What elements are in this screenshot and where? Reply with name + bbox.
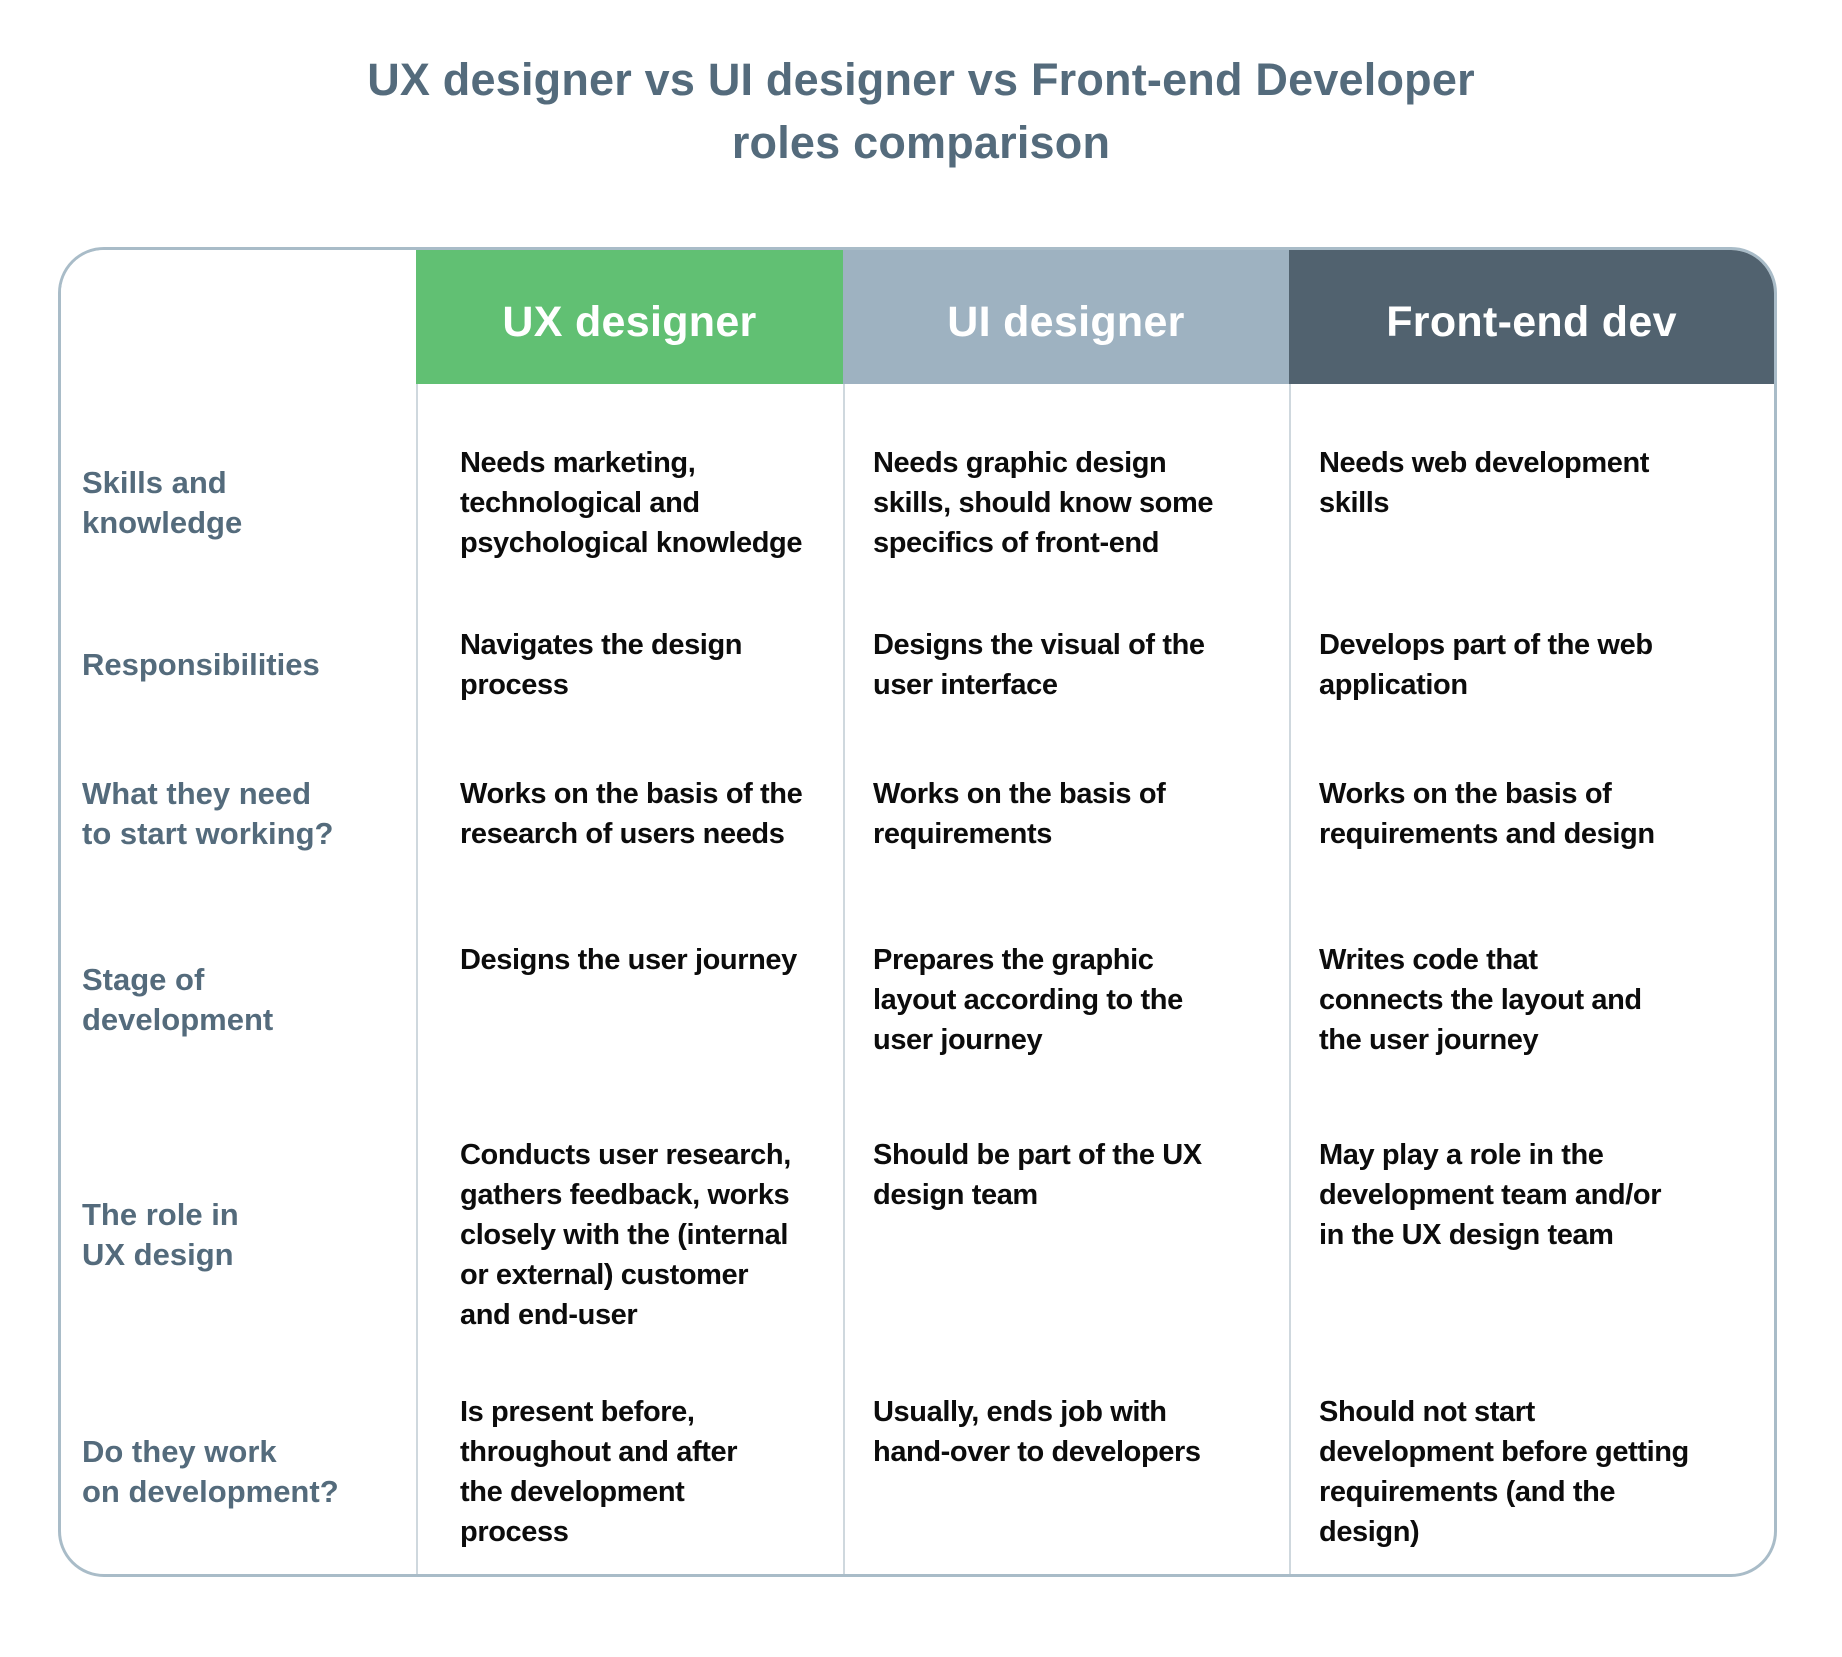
header-spacer-cell <box>61 250 416 384</box>
table-cell-frontend: May play a role in the development team … <box>1319 1139 1662 1251</box>
table-row-what-they-need-to-start: What they need to start working? Works o… <box>61 774 1774 854</box>
table-cell-frontend: Develops part of the web application <box>1319 629 1653 701</box>
table-cell-frontend: Should not start development before gett… <box>1319 1396 1689 1548</box>
table-cell-ux: Is present before, throughout and after … <box>460 1396 738 1548</box>
row-label: Responsibilities <box>82 647 320 682</box>
table-cell-ui: Should be part of the UX design team <box>873 1139 1202 1211</box>
table-cell-ui: Usually, ends job with hand-over to deve… <box>873 1396 1201 1468</box>
table-cell-ux: Needs marketing, technological and psych… <box>460 447 803 559</box>
table-row-role-in-ux-design: The role in UX design Conducts user rese… <box>61 1135 1774 1335</box>
table-row-stage-of-development: Stage of development Designs the user jo… <box>61 940 1774 1060</box>
table-cell-frontend: Needs web development skills <box>1319 447 1650 519</box>
table-cell-frontend: Works on the basis of requirements and d… <box>1319 778 1655 850</box>
table-row-do-they-work-on-development: Do they work on development? Is present … <box>61 1392 1774 1552</box>
table-cell-ui: Designs the visual of the user interface <box>873 629 1205 701</box>
row-label: Do they work on development? <box>82 1434 339 1509</box>
table-header-row: UX designer UI designer Front-end dev <box>61 250 1774 384</box>
comparison-table: UX designer UI designer Front-end dev Sk… <box>58 247 1777 1577</box>
column-divider <box>416 384 418 1574</box>
table-row-skills-and-knowledge: Skills and knowledge Needs marketing, te… <box>61 443 1774 563</box>
row-label: What they need to start working? <box>82 776 334 851</box>
row-label: Stage of development <box>82 962 274 1037</box>
column-divider <box>1289 384 1291 1574</box>
table-cell-ux: Navigates the design process <box>460 629 743 701</box>
table-row-responsibilities: Responsibilities Navigates the design pr… <box>61 625 1774 705</box>
column-header-front-end-dev: Front-end dev <box>1289 250 1774 384</box>
row-label: Skills and knowledge <box>82 465 243 540</box>
column-header-ui-designer: UI designer <box>843 250 1289 384</box>
table-cell-ui: Prepares the graphic layout according to… <box>873 944 1183 1056</box>
page-title: UX designer vs UI designer vs Front-end … <box>367 54 1475 168</box>
column-header-ux-designer: UX designer <box>416 250 843 384</box>
table-cell-ux: Works on the basis of the research of us… <box>460 778 803 850</box>
table-cell-ui: Works on the basis of requirements <box>873 778 1166 850</box>
table-cell-ux: Designs the user journey <box>460 944 797 976</box>
column-divider <box>843 384 845 1574</box>
table-cell-frontend: Writes code that connects the layout and… <box>1319 944 1642 1056</box>
table-cell-ui: Needs graphic design skills, should know… <box>873 447 1214 559</box>
table-cell-ux: Conducts user research, gathers feedback… <box>460 1139 791 1331</box>
row-label: The role in UX design <box>82 1197 239 1272</box>
